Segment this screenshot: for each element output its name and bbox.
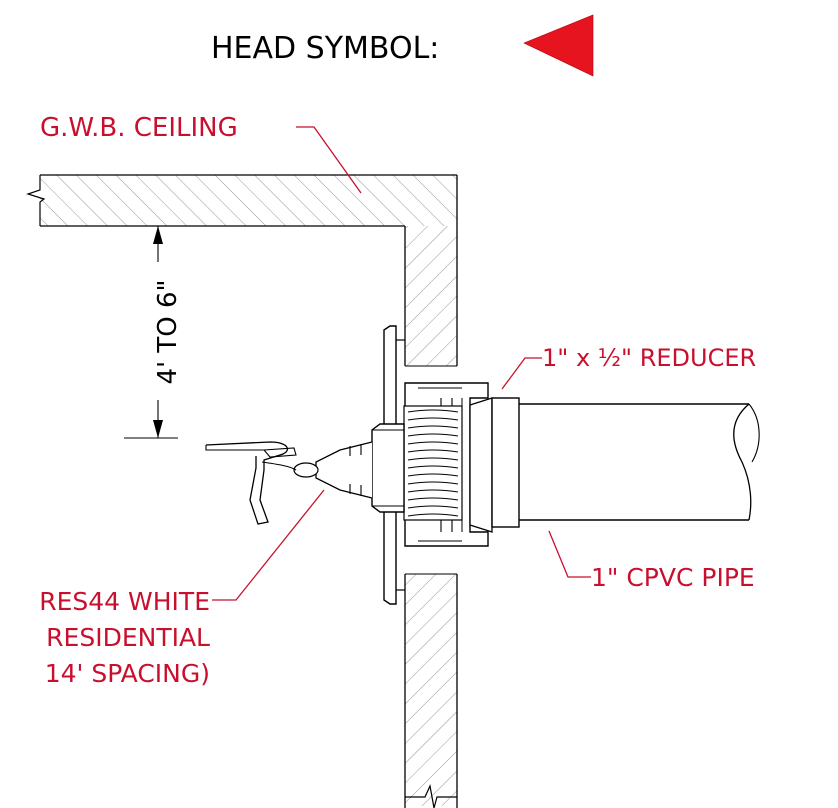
ceiling-label: G.W.B. CEILING — [40, 113, 238, 143]
head-symbol-title: HEAD SYMBOL: — [211, 31, 439, 66]
gwb-ceiling — [26, 174, 457, 227]
sprinkler-head — [205, 423, 405, 525]
sprinkler-label-line-3: 14' SPACING) — [45, 659, 210, 688]
dimension-marker — [124, 225, 178, 439]
gwb-wall-upper — [404, 175, 458, 367]
pipe-label: 1" CPVC PIPE — [591, 563, 755, 592]
gwb-wall-lower — [404, 573, 458, 808]
leader-lines — [212, 126, 591, 601]
reducer-label: 1" x ½" REDUCER — [542, 344, 756, 372]
reducer-fitting — [469, 397, 520, 533]
cpvc-pipe — [519, 403, 760, 521]
sprinkler-label-line-2: RESIDENTIAL — [46, 623, 210, 652]
sprinkler-label-line-1: RES44 WHITE — [39, 587, 210, 616]
dimension-label: 4' TO 6" — [153, 279, 183, 384]
head-symbol-icon — [523, 14, 594, 77]
threaded-section — [403, 405, 463, 521]
